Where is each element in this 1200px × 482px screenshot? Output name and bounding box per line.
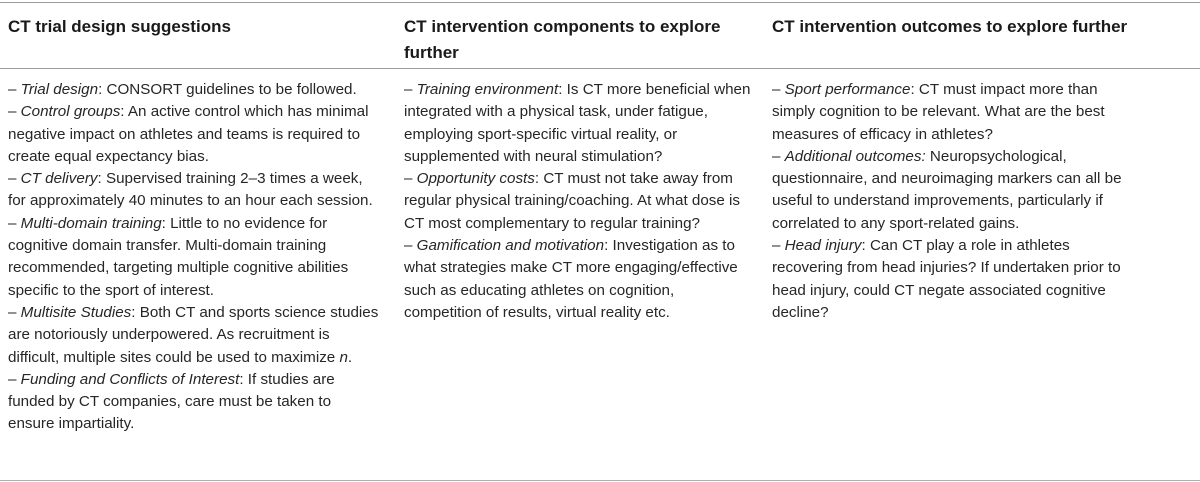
- table-top-rule: [0, 2, 1200, 3]
- list-item: – Trial design: CONSORT guidelines to be…: [8, 81, 357, 98]
- column-intervention-components: – Training environment: Is CT more benef…: [404, 79, 752, 324]
- list-item: – Sport performance: CT must impact more…: [772, 81, 1105, 143]
- list-item: – Gamification and motivation: Investiga…: [404, 237, 738, 321]
- list-item: – Opportunity costs: CT must not take aw…: [404, 170, 741, 232]
- table-bottom-rule: [0, 480, 1200, 481]
- list-item: – Head injury: Can CT play a role in ath…: [772, 237, 1121, 321]
- list-item: – Multi-domain training: Little to no ev…: [8, 214, 349, 299]
- list-item: – CT delivery: Supervised training 2–3 t…: [8, 170, 373, 210]
- column-intervention-outcomes: – Sport performance: CT must impact more…: [772, 79, 1142, 324]
- column-trial-design: – Trial design: CONSORT guidelines to be…: [8, 79, 380, 436]
- list-item: – Funding and Conflicts of Interest: If …: [8, 370, 335, 433]
- list-item: – Control groups: An active control whic…: [8, 103, 369, 165]
- header-intervention-components: CT intervention components to explore fu…: [404, 17, 721, 62]
- list-item: – Training environment: Is CT more benef…: [404, 81, 751, 165]
- list-item: – Additional outcomes: Neuropsychologica…: [772, 147, 1122, 232]
- header-intervention-outcomes: CT intervention outcomes to explore furt…: [772, 17, 1128, 36]
- header-trial-design: CT trial design suggestions: [8, 17, 231, 36]
- header-divider-rule: [0, 68, 1200, 69]
- list-item: – Multisite Studies: Both CT and sports …: [8, 303, 379, 366]
